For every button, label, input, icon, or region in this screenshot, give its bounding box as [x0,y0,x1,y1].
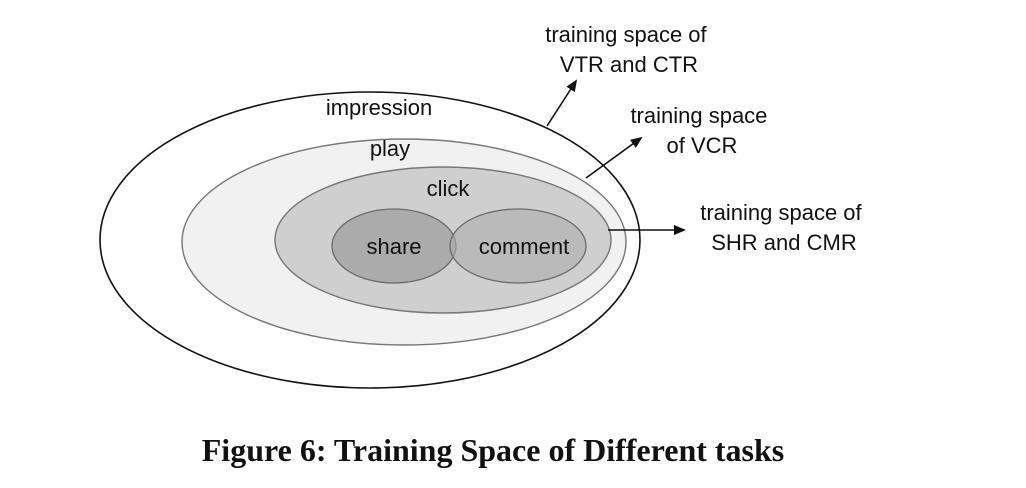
figure-caption: Figure 6: Training Space of Different ta… [201,432,785,468]
vcr-annotation-line-2: of VCR [667,133,738,158]
share-label: share [366,234,421,259]
shr-cmr-annotation: training space of SHR and CMR [700,200,868,255]
vtr-ctr-annotation-line-2: VTR and CTR [560,52,698,77]
comment-label: comment [479,234,569,259]
click-label: click [427,176,471,201]
shr-cmr-annotation-line-1: training space of [700,200,862,225]
vcr-annotation-line-1: training space [630,103,767,128]
vtr-ctr-arrow [546,79,578,127]
vcr-arrow [585,136,643,179]
vtr-ctr-annotation: training space of VTR and CTR [545,22,713,77]
vcr-annotation: training space of VCR [630,103,773,158]
comment-region [449,208,587,284]
training-space-venn-diagram: impression play click share comment trai… [99,22,868,389]
play-label: play [370,136,410,161]
shr-cmr-annotation-line-2: SHR and CMR [711,230,856,255]
vtr-ctr-annotation-line-1: training space of [545,22,707,47]
impression-label: impression [326,95,432,120]
